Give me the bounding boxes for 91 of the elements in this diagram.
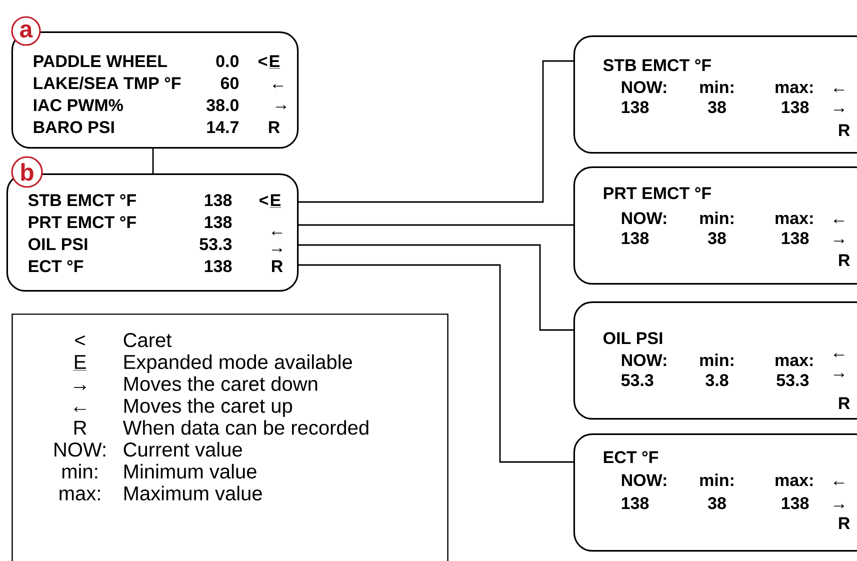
- column-heading: NOW:: [622, 474, 666, 486]
- reading-value: 138: [782, 497, 809, 510]
- column-heading: NOW:: [622, 354, 666, 366]
- caret-symbol: <: [260, 196, 268, 205]
- arrow-symbol: →: [834, 504, 844, 508]
- row-label: PRT EMCT °F: [28, 216, 136, 228]
- key-symbol: R: [74, 420, 86, 435]
- column-heading: max:: [776, 214, 813, 224]
- column-heading: max:: [776, 84, 813, 94]
- arrow-symbol: ←: [834, 88, 844, 92]
- arrow-symbol: →: [834, 108, 844, 112]
- reading-value: 138: [204, 194, 232, 206]
- column-heading: min:: [700, 474, 734, 486]
- parameter-title: ECT °F: [604, 451, 658, 464]
- record-symbol: R: [272, 260, 283, 272]
- reading-value: 138: [782, 232, 809, 244]
- parameter-title: OIL PSI: [604, 332, 662, 344]
- caret-symbol: <: [258, 56, 268, 66]
- key-description: Current value: [124, 442, 242, 457]
- key-description: When data can be recorded: [122, 420, 368, 435]
- detail-screen: [573, 35, 857, 154]
- record-symbol: R: [839, 517, 850, 529]
- reading-value: 38: [708, 497, 726, 510]
- reading-value: 53.3: [776, 374, 809, 386]
- arrow-symbol: →: [272, 248, 282, 252]
- reading-value: 0.0: [216, 55, 238, 68]
- record-symbol: R: [839, 124, 850, 136]
- key-symbol: <: [75, 335, 85, 346]
- record-symbol: R: [839, 397, 850, 409]
- arrow-symbol: ←: [834, 219, 844, 224]
- reading-value: 53.3: [621, 374, 654, 386]
- reading-value: 138: [204, 216, 232, 228]
- arrow-symbol: →: [276, 105, 286, 110]
- arrow-symbol: ←: [272, 84, 284, 88]
- key-symbol: max:: [60, 490, 100, 500]
- reading-value: 138: [622, 101, 649, 114]
- key-symbol: ←: [74, 407, 86, 412]
- row-label: OIL PSI: [28, 238, 88, 250]
- reading-value: 14.7: [207, 121, 238, 133]
- key-description: Caret: [124, 333, 172, 348]
- arrow-symbol: ←: [834, 481, 844, 486]
- reading-value: 60: [220, 77, 238, 90]
- connector-line: [298, 264, 574, 463]
- reading-value: 38.0: [206, 99, 238, 112]
- column-heading: min:: [700, 354, 734, 366]
- column-heading: NOW:: [622, 81, 666, 94]
- record-symbol: R: [839, 254, 850, 266]
- arrow-symbol: ←: [272, 231, 282, 236]
- reading-value: 138: [622, 497, 649, 510]
- reading-value: 3.8: [706, 374, 728, 386]
- reading-value: 38: [708, 232, 726, 244]
- parameter-title: PRT EMCT °F: [604, 187, 711, 200]
- row-label: LAKE/SEA TMP °F: [34, 76, 181, 90]
- key-description: Moves the caret down: [124, 376, 318, 391]
- key-description: Maximum value: [124, 486, 262, 500]
- column-heading: max:: [776, 356, 813, 366]
- row-label: PADDLE WHEEL: [34, 55, 167, 67]
- row-label: STB EMCT °F: [28, 194, 136, 206]
- detail-screen: [573, 166, 857, 285]
- column-heading: NOW:: [622, 212, 666, 224]
- connector-line: [152, 148, 154, 174]
- key-panel: [12, 314, 448, 561]
- reading-value: 38: [708, 101, 726, 114]
- key-description: Minimum value: [124, 464, 256, 479]
- callout-letter: a: [11, 16, 41, 46]
- arrow-symbol: ←: [834, 353, 844, 358]
- column-heading: max:: [776, 476, 813, 486]
- key-description: Moves the caret up: [124, 398, 292, 417]
- column-heading: min:: [700, 212, 734, 224]
- connector-line: [298, 60, 574, 203]
- key-symbol: NOW:: [54, 442, 106, 457]
- callout-letter: b: [11, 156, 43, 188]
- reading-value: 138: [204, 260, 232, 272]
- row-label: ECT °F: [28, 260, 84, 272]
- row-label: BARO PSI: [34, 121, 114, 134]
- connector-line: [298, 224, 574, 226]
- column-heading: min:: [700, 80, 734, 93]
- arrow-symbol: →: [834, 373, 844, 378]
- parameter-title: STB EMCT °F: [603, 59, 711, 72]
- row-label: IAC PWM%: [34, 99, 123, 112]
- detail-screen: [573, 301, 857, 420]
- reading-value: 53.3: [200, 238, 232, 250]
- key-description: Expanded mode available: [124, 354, 352, 374]
- key-symbol: →: [74, 385, 86, 390]
- arrow-symbol: →: [834, 239, 844, 244]
- detail-screen: [573, 433, 857, 552]
- reading-value: 138: [782, 101, 809, 114]
- reading-value: 138: [622, 232, 649, 244]
- connector-line: [298, 244, 574, 331]
- record-symbol: R: [269, 121, 280, 133]
- key-symbol: min:: [62, 464, 98, 478]
